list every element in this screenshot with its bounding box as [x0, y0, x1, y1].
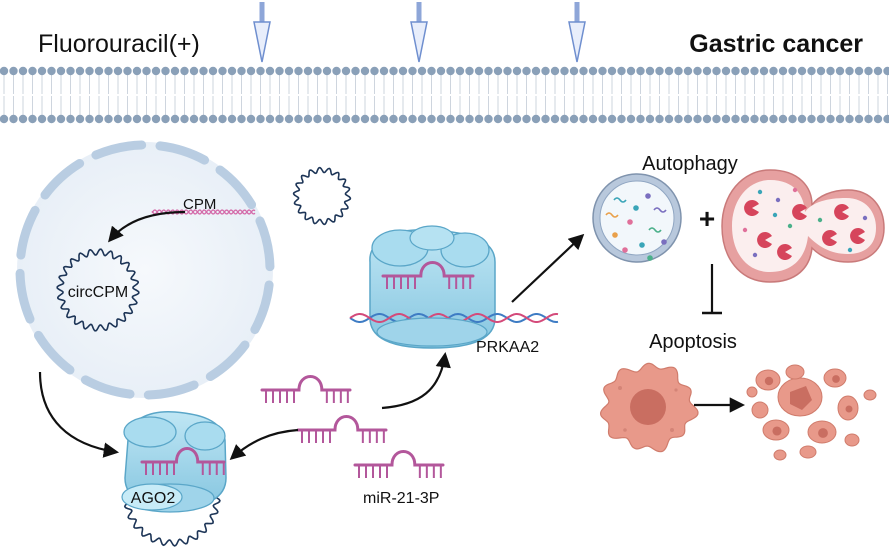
drug-arrow-2-icon	[410, 2, 428, 63]
mirna-free-1-icon	[260, 375, 352, 403]
autophagy-label: Autophagy	[642, 153, 738, 175]
apoptotic-bodies-icon	[746, 364, 877, 461]
mirna-to-ago2-arrow	[229, 428, 299, 461]
ago2-label: AGO2	[131, 490, 176, 507]
circcpm-label: circCPM	[68, 284, 128, 301]
lysosome-icon	[592, 173, 682, 263]
drug-entry-arrows	[253, 2, 586, 63]
autolysosome-icon	[721, 169, 885, 283]
circrna-small-icon	[292, 166, 352, 226]
mirna-free-3-icon	[353, 450, 445, 478]
ago2-bound-mirna-icon	[140, 447, 226, 475]
cpm-label: CPM	[183, 196, 216, 213]
prkaa2-complex	[349, 225, 559, 349]
drug-label: Fluorouracil(+)	[38, 30, 200, 58]
circcpm-icon	[56, 248, 140, 332]
cancer-label: Gastric cancer	[689, 30, 863, 58]
drug-arrow-3-icon	[568, 2, 586, 63]
nucleus-to-ago2-arrow	[38, 371, 120, 458]
drug-arrow-1-icon	[253, 2, 271, 63]
apoptosis-label: Apoptosis	[649, 331, 737, 353]
cell-membrane	[0, 66, 889, 124]
prkaa2-bound-mirna-icon	[381, 261, 475, 289]
apoptotic-cell-icon	[599, 362, 699, 453]
prkaa2-label: PRKAA2	[476, 339, 539, 356]
mirna-label: miR-21-3P	[363, 490, 439, 507]
cpm-to-circcpm-arrow	[108, 210, 186, 243]
ago2-complex: AGO2	[121, 411, 227, 547]
prkaa2-to-autophagy-arrow	[511, 233, 585, 303]
plus-sign: +	[699, 203, 715, 234]
mirna-free-2-icon	[296, 415, 388, 443]
mirna-to-prkaa2-arrow	[381, 351, 451, 410]
nucleus	[15, 140, 275, 400]
autophagy-inhibits-apoptosis	[702, 264, 722, 315]
nuclear-envelope	[15, 140, 275, 400]
